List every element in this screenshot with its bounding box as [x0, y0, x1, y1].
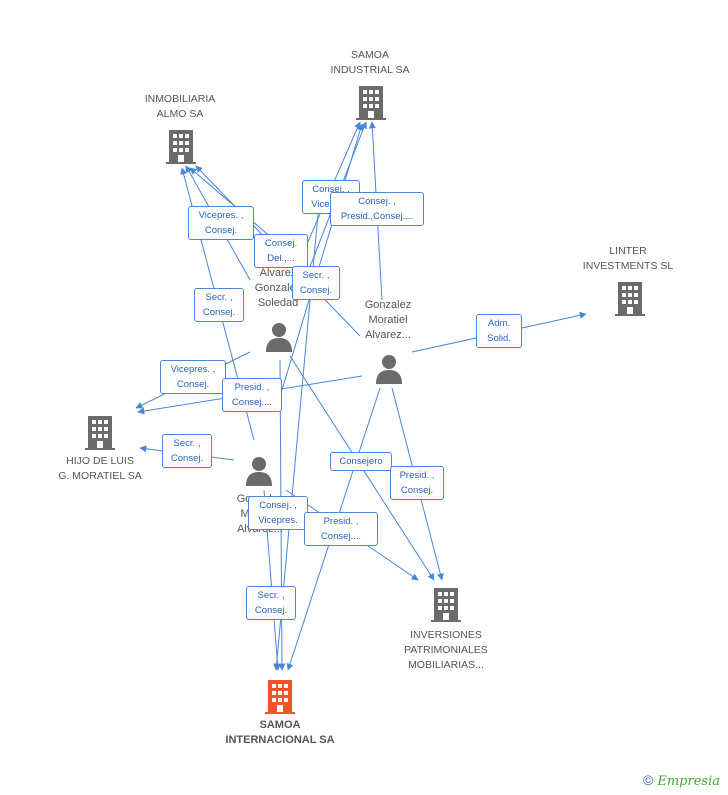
edge-label[interactable]: Presid. ,Consej.... — [304, 512, 378, 546]
edge — [281, 123, 364, 391]
node-label: INVERSIONES PATRIMONIALES MOBILIARIAS... — [404, 629, 488, 671]
edge-label[interactable]: Secr. ,Consej. — [246, 586, 296, 620]
node-label: SAMOA INTERNACIONAL SA — [225, 719, 335, 746]
edge-label[interactable]: Adm.Solid. — [476, 314, 522, 348]
copyright-icon: © — [643, 772, 654, 788]
person-node-soledad[interactable]: Alvarez Gonzalez Soledad — [236, 266, 320, 356]
edge-label[interactable]: Vicepres. ,Consej. — [160, 360, 226, 394]
edge-label[interactable]: Secr. ,Consej. — [162, 434, 212, 468]
footer-brand[interactable]: ©Empresia — [643, 772, 720, 789]
node-label: HIJO DE LUIS G. MORATIEL SA — [58, 455, 142, 482]
edge-label[interactable]: Vicepres. ,Consej. — [188, 206, 254, 240]
building-icon — [85, 416, 115, 450]
node-label: Alvarez Gonzalez Soledad — [254, 267, 302, 309]
company-node-inmobiliaria-almo[interactable]: INMOBILIARIA ALMO SA — [130, 92, 230, 168]
company-node-hijo-de-luis[interactable]: HIJO DE LUIS G. MORATIEL SA — [48, 414, 152, 486]
person-node-gonzalez[interactable]: Gonzalez Moratiel Alvarez... — [346, 298, 430, 388]
person-icon — [246, 457, 272, 486]
company-node-samoa-industrial[interactable]: SAMOA INDUSTRIAL SA — [322, 48, 418, 124]
company-node-inversiones[interactable]: INVERSIONES PATRIMONIALES MOBILIARIAS... — [398, 588, 494, 674]
edge-label[interactable]: Consej. ,Presid.,Consej.... — [330, 192, 424, 226]
building-icon — [166, 130, 196, 164]
building-icon — [431, 588, 461, 622]
person-icon — [266, 323, 292, 352]
brand-name: Empresia — [657, 774, 720, 789]
edge-label[interactable]: Consej. ,Vicepres. — [248, 496, 308, 530]
node-label: INMOBILIARIA ALMO SA — [144, 93, 216, 120]
building-icon — [356, 86, 386, 120]
node-label: Gonzalez Moratiel Alvarez... — [364, 299, 412, 341]
building-icon-main — [265, 680, 295, 714]
company-node-samoa-internacional[interactable]: SAMOA INTERNACIONAL SA — [220, 680, 340, 750]
company-node-linter[interactable]: LINTER INVESTMENTS SL — [578, 244, 678, 320]
edge-label[interactable]: Consejero — [330, 452, 392, 471]
edge-label[interactable]: Secr. ,Consej. — [292, 266, 340, 300]
building-icon — [615, 282, 645, 316]
edge-label[interactable]: Presid. ,Consej. — [390, 466, 444, 500]
node-label: SAMOA INDUSTRIAL SA — [330, 49, 410, 76]
node-label: LINTER INVESTMENTS SL — [582, 245, 674, 272]
person-icon — [376, 355, 402, 384]
edge-label[interactable]: Presid. ,Consej.... — [222, 378, 282, 412]
edge-label[interactable]: Secr. ,Consej. — [194, 288, 244, 322]
edge-label[interactable]: Consej.Del.,... — [254, 234, 308, 268]
